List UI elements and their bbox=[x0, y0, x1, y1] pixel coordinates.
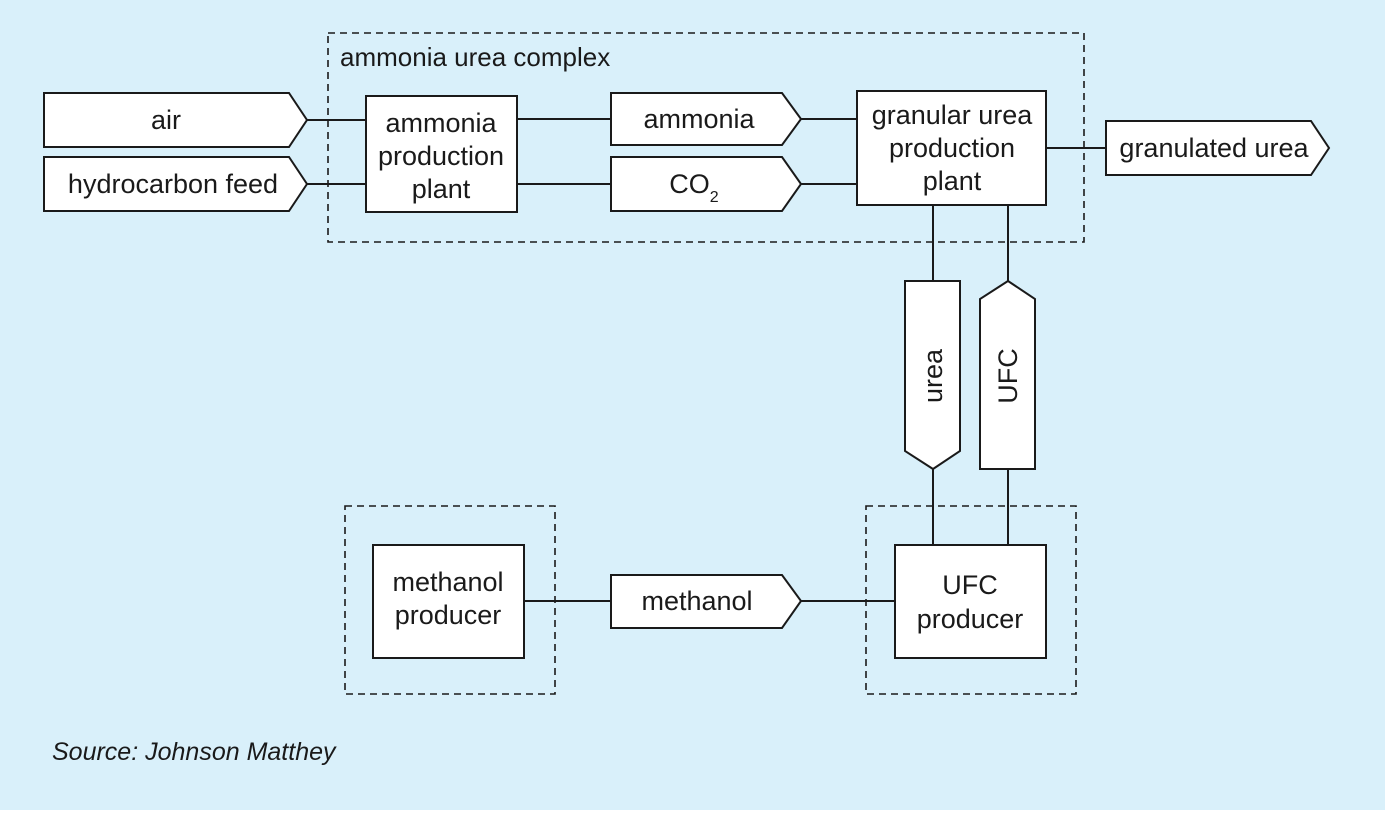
ufc-producer: UFC producer bbox=[894, 544, 1047, 659]
granulated-urea-label: granulated urea bbox=[1119, 133, 1309, 163]
urea-plant-line-3: plant bbox=[923, 166, 982, 196]
air-input: air bbox=[43, 92, 309, 148]
hydrocarbon-feed-label: hydrocarbon feed bbox=[68, 169, 278, 199]
urea-plant-line-1: granular urea bbox=[872, 100, 1034, 130]
methanol-flow-label: methanol bbox=[641, 586, 752, 616]
methanol-arrow-shape bbox=[610, 574, 803, 629]
methanol-producer: methanol producer bbox=[372, 544, 525, 659]
ammonia-urea-complex-boundary bbox=[327, 32, 1085, 243]
hydrocarbon-feed-arrow-shape bbox=[43, 156, 309, 212]
methanol-producer-line-1: methanol bbox=[392, 567, 503, 597]
granular-urea-plant-box bbox=[856, 90, 1047, 206]
granular-urea-production-plant: granular urea production plant bbox=[856, 90, 1047, 206]
urea-flow: urea bbox=[904, 280, 961, 471]
co2-arrow-shape bbox=[610, 156, 803, 212]
granulated-urea-output: granulated urea bbox=[1105, 120, 1331, 176]
co2-flow-label: CO2 bbox=[669, 169, 719, 206]
urea-flow-label: urea bbox=[918, 348, 948, 403]
methanol-producer-box bbox=[372, 544, 525, 659]
granulated-urea-arrow-shape bbox=[1105, 120, 1331, 176]
ammonia-plant-line-2: production bbox=[378, 141, 504, 171]
ammonia-production-plant: ammonia production plant bbox=[365, 95, 518, 213]
urea-arrow-shape bbox=[904, 280, 961, 471]
ammonia-flow-label: ammonia bbox=[643, 104, 755, 134]
ufc-arrow-shape bbox=[979, 279, 1036, 470]
hydrocarbon-feed-input: hydrocarbon feed bbox=[43, 156, 309, 212]
ammonia-plant-line-3: plant bbox=[412, 174, 471, 204]
urea-plant-line-2: production bbox=[889, 133, 1015, 163]
air-label: air bbox=[151, 105, 181, 135]
methanol-flow: methanol bbox=[610, 574, 803, 629]
co2-base-text: CO bbox=[669, 169, 710, 199]
co2-flow: CO2 bbox=[610, 156, 803, 212]
ufc-producer-line-1: UFC bbox=[942, 570, 998, 600]
ufc-producer-box bbox=[894, 544, 1047, 659]
air-arrow-shape bbox=[43, 92, 309, 148]
ufc-flow: UFC bbox=[979, 279, 1036, 470]
source-caption: Source: Johnson Matthey bbox=[52, 738, 337, 766]
ammonia-arrow-shape bbox=[610, 92, 803, 146]
ammonia-urea-complex-label: ammonia urea complex bbox=[340, 42, 610, 72]
ammonia-plant-line-1: ammonia bbox=[385, 108, 497, 138]
methanol-producer-line-2: producer bbox=[395, 600, 502, 630]
ammonia-flow: ammonia bbox=[610, 92, 803, 146]
ufc-flow-label: UFC bbox=[993, 348, 1023, 404]
ufc-producer-line-2: producer bbox=[917, 604, 1024, 634]
co2-subscript-text: 2 bbox=[710, 189, 719, 206]
ammonia-production-plant-box bbox=[365, 95, 518, 213]
